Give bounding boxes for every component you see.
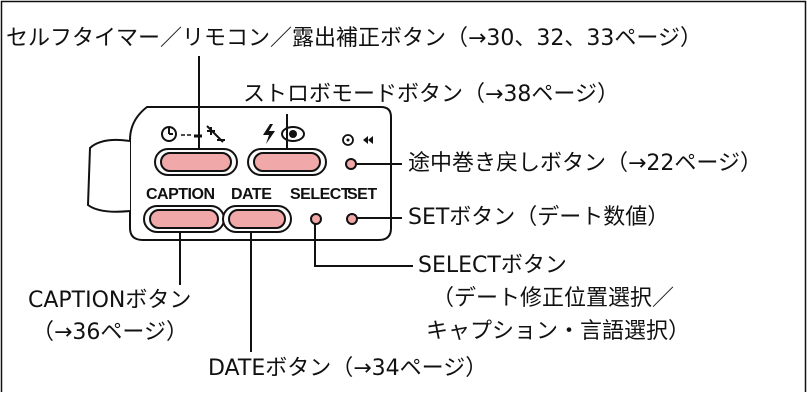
label-caption-1: CAPTIONボタン	[28, 288, 192, 313]
midroll-rewind-icon	[341, 132, 375, 153]
label-date: DATEボタン（→34ページ）	[208, 356, 488, 381]
panel-label-date: DATE	[231, 186, 272, 203]
leader-lines	[179, 56, 413, 352]
select-button	[310, 213, 322, 225]
caption-button	[149, 209, 219, 229]
selftimer-button	[160, 152, 232, 172]
camera-side-bump	[86, 138, 131, 213]
label-caption-2: （→36ページ）	[32, 320, 188, 345]
set-button	[346, 213, 358, 225]
panel-label-caption: CAPTION	[146, 186, 215, 203]
panel-label-set: SET	[347, 186, 377, 203]
label-select-3: キャプション・言語選択）	[426, 319, 691, 344]
panel-label-select: SELECT	[290, 186, 351, 203]
rewind-button	[345, 158, 357, 170]
selftimer-remote-exposure-icon	[160, 122, 234, 151]
label-strobo: ストロボモードボタン（→38ページ）	[243, 82, 619, 107]
label-set: SETボタン（デート数値）	[408, 205, 670, 230]
label-rewind: 途中巻き戻しボタン（→22ページ）	[408, 151, 762, 176]
label-select-2: （デート修正位置選択／	[432, 286, 675, 311]
label-select-1: SELECTボタン	[418, 253, 567, 278]
label-selftimer: セルフタイマー／リモコン／露出補正ボタン（→30、32、33ページ）	[6, 26, 702, 51]
date-button	[228, 209, 286, 229]
panel-buttons	[143, 148, 358, 233]
leader-select	[314, 219, 413, 267]
flash-redeye-icon	[260, 122, 312, 151]
strobo-button	[253, 152, 321, 172]
